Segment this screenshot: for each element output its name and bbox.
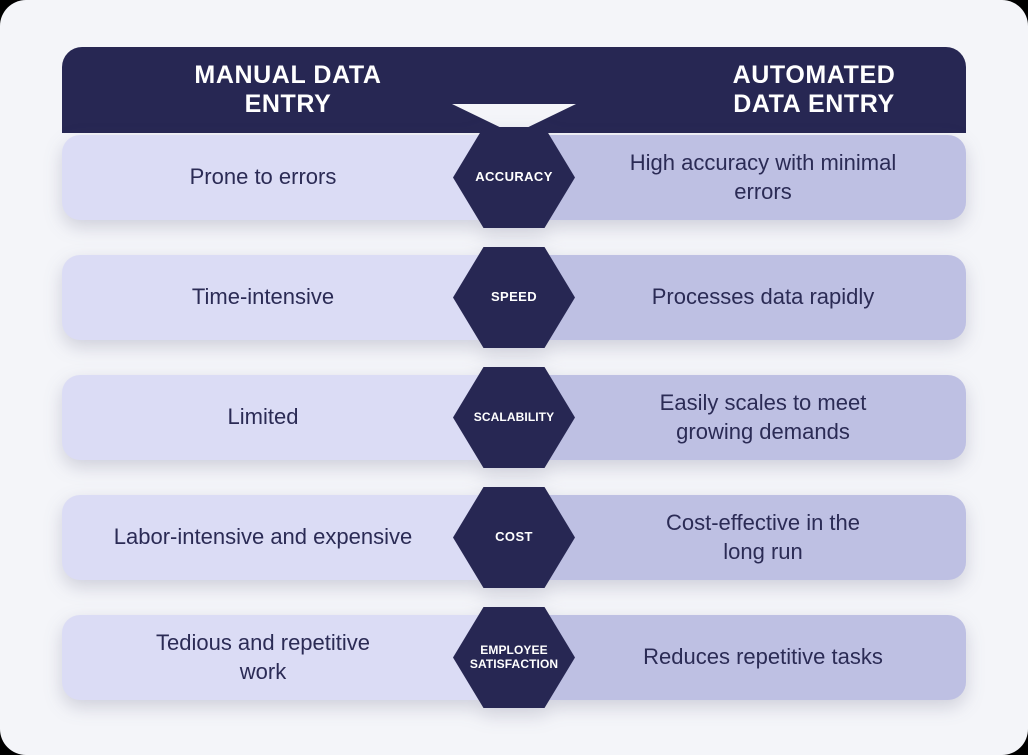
automated-cell: Reduces repetitive tasks: [514, 615, 966, 700]
automated-cell: Processes data rapidly: [514, 255, 966, 340]
table-row: Limited Easily scales to meet growing de…: [62, 367, 966, 468]
automated-cell-text: Cost-effective in the long run: [665, 510, 861, 564]
automated-cell-text: Reduces repetitive tasks: [643, 644, 883, 670]
table-row: Labor-intensive and expensive Cost-effec…: [62, 487, 966, 588]
manual-cell: Time-intensive: [62, 255, 514, 340]
automated-cell: Easily scales to meet growing demands: [514, 375, 966, 460]
table-row: Tedious and repetitive work Reduces repe…: [62, 607, 966, 708]
header-title-automated: AUTOMATED DATA ENTRY: [732, 60, 896, 119]
category-badge-label: SPEED: [490, 289, 538, 305]
manual-cell-text: Labor-intensive and expensive: [113, 524, 413, 550]
manual-cell: Prone to errors: [62, 135, 514, 220]
manual-cell: Labor-intensive and expensive: [62, 495, 514, 580]
manual-cell-text: Prone to errors: [189, 164, 337, 190]
manual-cell: Limited: [62, 375, 514, 460]
header-title-manual: MANUAL DATA ENTRY: [194, 60, 382, 119]
manual-cell: Tedious and repetitive work: [62, 615, 514, 700]
automated-cell: High accuracy with minimal errors: [514, 135, 966, 220]
automated-cell-text: Easily scales to meet growing demands: [659, 390, 867, 444]
manual-cell-text: Tedious and repetitive work: [155, 630, 371, 684]
category-badge-label: EMPLOYEE SATISFACTION: [469, 643, 559, 671]
table-row: Prone to errors High accuracy with minim…: [62, 127, 966, 228]
automated-cell-text: Processes data rapidly: [651, 284, 875, 310]
comparison-rows: Prone to errors High accuracy with minim…: [62, 127, 966, 708]
manual-cell-text: Time-intensive: [191, 284, 335, 310]
automated-cell-text: High accuracy with minimal errors: [629, 150, 897, 204]
automated-cell: Cost-effective in the long run: [514, 495, 966, 580]
category-badge-label: COST: [495, 529, 533, 545]
table-row: Time-intensive Processes data rapidly SP…: [62, 247, 966, 348]
category-badge-label: SCALABILITY: [473, 409, 555, 424]
manual-cell-text: Limited: [227, 404, 299, 430]
category-badge-label: ACCURACY: [475, 169, 553, 185]
comparison-header: MANUAL DATA ENTRY AUTOMATED DATA ENTRY: [62, 47, 966, 134]
